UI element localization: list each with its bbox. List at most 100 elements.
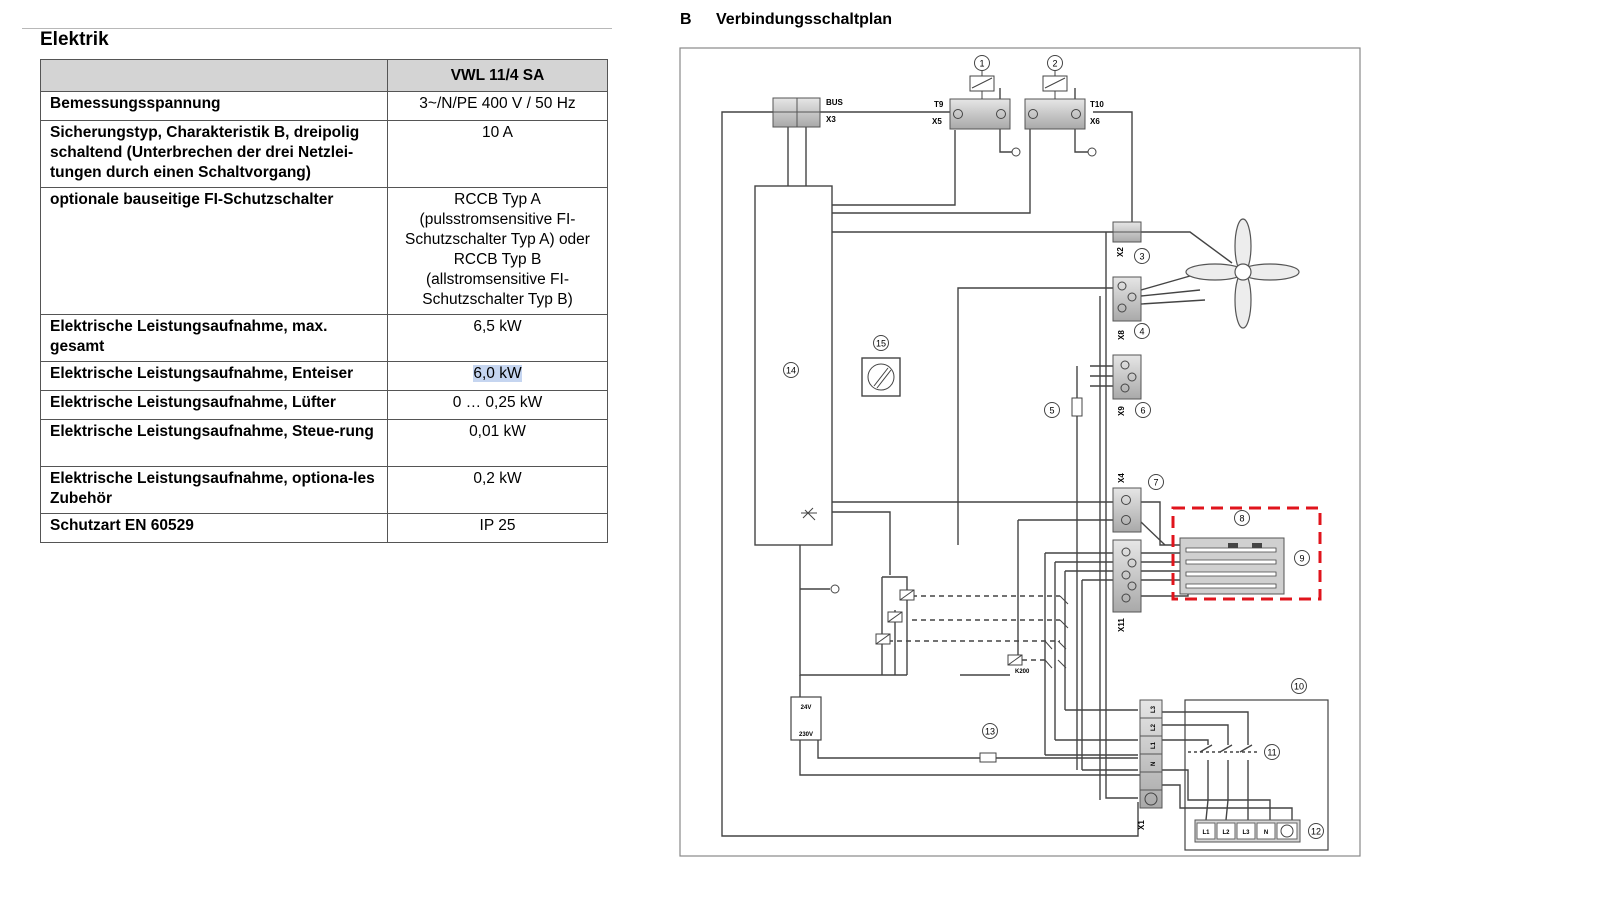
row-value: IP 25 xyxy=(387,513,608,543)
callout-2: 2 xyxy=(1047,55,1063,71)
diagram-frame xyxy=(679,47,1361,857)
row-key: optionale bauseitige FI-Schutzschalter xyxy=(40,187,388,315)
svg-text:14: 14 xyxy=(786,366,796,376)
terminal-x2: X2 xyxy=(1112,221,1142,257)
wires xyxy=(721,88,1293,837)
mains-n-label: N xyxy=(1264,830,1268,836)
fuse-icon xyxy=(979,752,997,763)
terminal-x4: X4 xyxy=(1112,473,1142,533)
terminal-x11: X11 xyxy=(1112,539,1142,632)
svg-text:3: 3 xyxy=(1139,252,1144,262)
callout-10: 10 xyxy=(1291,678,1307,694)
mains-box xyxy=(1184,699,1329,851)
table-row: Elektrische Leistungsaufnahme, Steue-run… xyxy=(40,419,608,467)
t9-label: T9 xyxy=(934,100,944,109)
terminal-x5-t9: T9 X5 xyxy=(932,70,1021,157)
svg-text:10: 10 xyxy=(1294,682,1304,692)
table-row: Elektrische Leistungsaufnahme, Lüfter 0 … xyxy=(40,390,608,420)
row-key: Elektrische Leistungsaufnahme, optiona-l… xyxy=(40,466,388,514)
table-header-row: VWL 11/4 SA xyxy=(40,59,608,92)
svg-text:8: 8 xyxy=(1239,514,1244,524)
earth-icon xyxy=(830,584,840,594)
svg-text:1: 1 xyxy=(979,59,984,69)
relay-group xyxy=(875,589,1023,666)
callout-1: 1 xyxy=(974,55,990,71)
row-key: Elektrische Leistungsaufnahme, Steue-run… xyxy=(40,419,388,467)
x3-label: X3 xyxy=(826,115,836,124)
electrical-spec-table: VWL 11/4 SA Bemessungsspannung 3~/N/PE 4… xyxy=(40,59,608,543)
callout-4: 4 xyxy=(1134,323,1150,339)
svg-text:9: 9 xyxy=(1299,554,1304,564)
fan-icon xyxy=(1185,218,1300,329)
row-key: Sicherungstyp, Charakteristik B, dreipol… xyxy=(40,120,388,188)
earth-icon xyxy=(1011,147,1021,157)
diode-icon xyxy=(801,507,817,521)
row-key: Elektrische Leistungsaufnahme, Lüfter xyxy=(40,390,388,420)
table-row: Elektrische Leistungsaufnahme, optiona-l… xyxy=(40,466,608,514)
svg-text:6: 6 xyxy=(1140,406,1145,416)
terminal-x3-bus: BUS X3 xyxy=(772,97,844,128)
diagram-letter: B xyxy=(680,11,692,28)
callout-9: 9 xyxy=(1294,550,1310,566)
mains-l2-label: L2 xyxy=(1222,830,1230,836)
t10-label: T10 xyxy=(1090,100,1104,109)
svg-text:7: 7 xyxy=(1153,478,1158,488)
section-title: Elektrik xyxy=(40,29,109,50)
row-key: Bemessungsspannung xyxy=(40,91,388,121)
callout-5: 5 xyxy=(1044,402,1060,418)
x1-l2-label: L2 xyxy=(1151,723,1157,731)
table-row: Sicherungstyp, Charakteristik B, dreipol… xyxy=(40,120,608,188)
x5-label: X5 xyxy=(932,117,942,126)
header-empty-cell xyxy=(40,59,388,92)
x11-label: X11 xyxy=(1117,618,1126,632)
x1-l1-label: L1 xyxy=(1151,741,1157,749)
callout-3: 3 xyxy=(1134,248,1150,264)
top-rule xyxy=(22,28,612,29)
table-row: Schutzart EN 60529 IP 25 xyxy=(40,513,608,543)
ground-icon xyxy=(1280,824,1294,838)
ground-icon xyxy=(1144,792,1158,806)
terminal-x6-t10: T10 X6 xyxy=(1024,70,1104,157)
mains-l1-label: L1 xyxy=(1202,830,1210,836)
svg-text:5: 5 xyxy=(1049,406,1054,416)
callout-7: 7 xyxy=(1148,474,1164,490)
highlighted-value[interactable]: 6,0 kW xyxy=(473,365,522,382)
x6-label: X6 xyxy=(1090,117,1100,126)
callout-11: 11 xyxy=(1264,744,1280,760)
earth-icon xyxy=(1087,147,1097,157)
x8-label: X8 xyxy=(1117,330,1126,340)
heater-highlight-box xyxy=(1171,506,1322,601)
v24-label: 24V xyxy=(801,705,812,711)
diagram-title: Verbindungsschaltplan xyxy=(716,11,893,28)
x1-label: X1 xyxy=(1137,820,1146,830)
x1-l3-label: L3 xyxy=(1151,705,1157,713)
x4-label: X4 xyxy=(1117,473,1126,483)
x9-label: X9 xyxy=(1117,406,1126,416)
callout-15: 15 xyxy=(873,335,889,351)
callout-14: 14 xyxy=(783,362,799,378)
k200-label: K200 xyxy=(1015,669,1030,675)
callout-6: 6 xyxy=(1135,402,1151,418)
transformer: 24V 230V xyxy=(790,696,822,741)
mains-l3-label: L3 xyxy=(1242,830,1250,836)
row-key: Elektrische Leistungsaufnahme, Enteiser xyxy=(40,361,388,391)
heater-element xyxy=(1179,537,1285,595)
svg-text:4: 4 xyxy=(1139,327,1144,337)
row-key: Elektrische Leistungsaufnahme, max. gesa… xyxy=(40,314,388,362)
terminal-x1: L3 L2 L1 N X1 xyxy=(1137,699,1163,830)
row-value: 10 A xyxy=(387,120,608,188)
callout-13: 13 xyxy=(982,723,998,739)
svg-text:12: 12 xyxy=(1311,827,1321,837)
mains-terminal-strip: L1 L2 L3 N xyxy=(1194,819,1301,843)
bus-label: BUS xyxy=(826,98,844,107)
table-row: Bemessungsspannung 3~/N/PE 400 V / 50 Hz xyxy=(40,91,608,121)
table-row: Elektrische Leistungsaufnahme, Enteiser … xyxy=(40,361,608,391)
svg-text:13: 13 xyxy=(985,727,995,737)
svg-text:2: 2 xyxy=(1052,59,1057,69)
row-value-cell: 6,0 kW xyxy=(387,361,608,391)
svg-text:15: 15 xyxy=(876,339,886,349)
x1-n-label: N xyxy=(1151,762,1157,766)
callouts: 1 2 3 4 5 6 7 8 9 10 11 12 13 14 15 xyxy=(783,55,1324,839)
terminal-x8: X8 xyxy=(1112,276,1142,340)
